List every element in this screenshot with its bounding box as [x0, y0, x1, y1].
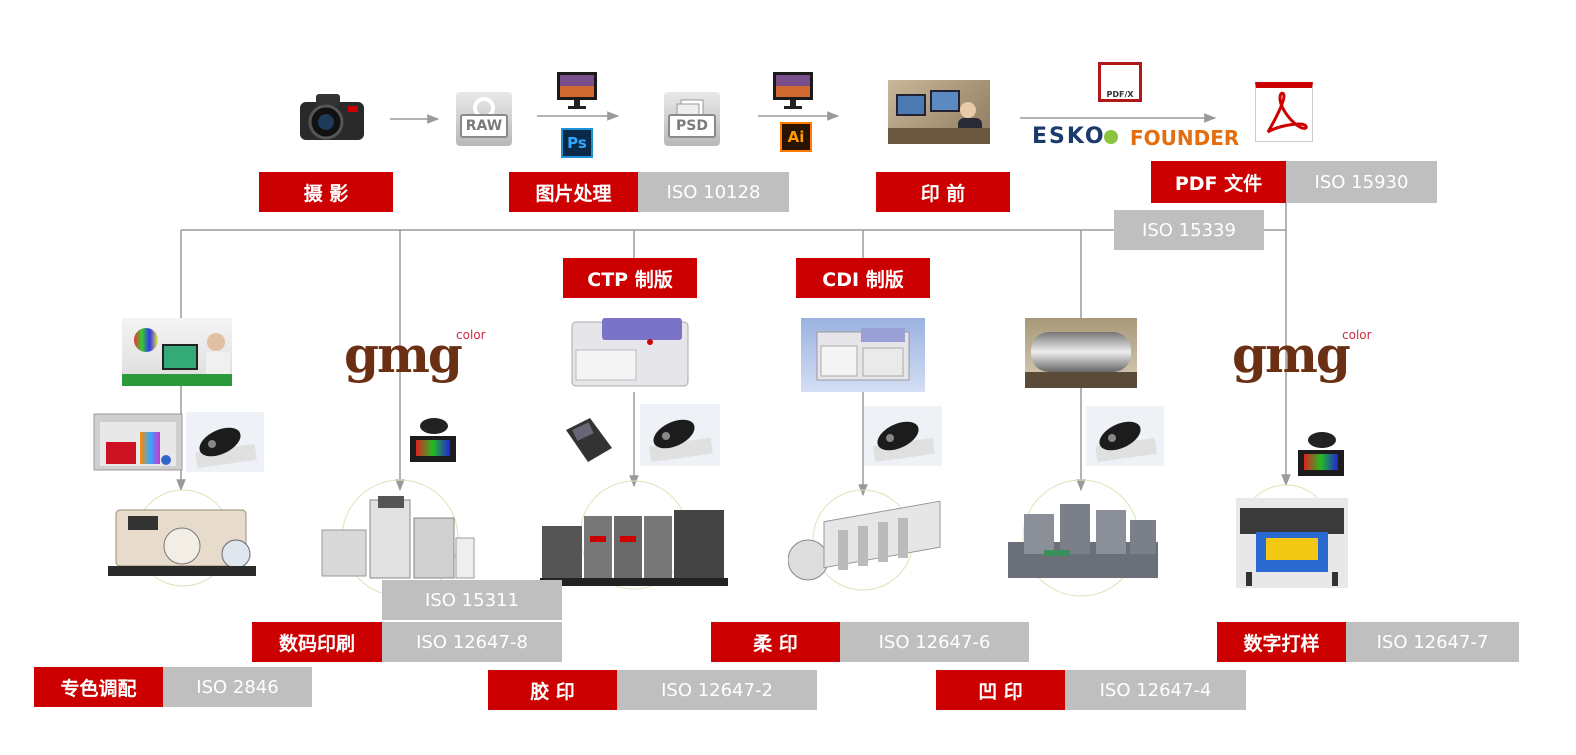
ctp-machine-photo	[568, 314, 692, 390]
pdfx-icon: PDF/X	[1098, 62, 1142, 102]
camera-icon	[296, 88, 368, 144]
photography-label: 摄 影	[259, 172, 393, 212]
offset-label: 胶 印	[488, 670, 617, 710]
digital-print-label: 数码印刷	[252, 622, 382, 662]
illustrator-icon: Ai	[780, 122, 812, 152]
spot-color-iso: ISO 2846	[163, 667, 312, 707]
handheld-meter-icon	[560, 410, 616, 466]
pdf-file-label: PDF 文件	[1151, 161, 1286, 203]
psd-file-icon: PSD	[664, 92, 720, 146]
image-processing-iso: ISO 10128	[638, 172, 789, 212]
cdi-label: CDI 制版	[796, 258, 930, 298]
flexo-iso: ISO 12647-6	[840, 622, 1029, 662]
spectrophotometer-icon-proofing	[1296, 424, 1346, 478]
pdf-process-iso: ISO 15339	[1114, 210, 1264, 250]
gravure-cylinder-photo	[1025, 318, 1137, 388]
gravure-press-photo	[1004, 494, 1162, 586]
flexo-label: 柔 印	[711, 622, 840, 662]
gmg-logo-digital: gmg	[344, 325, 463, 384]
ink-mixer-photo	[108, 500, 256, 586]
digital-print-iso: ISO 12647-8	[382, 622, 562, 662]
pdf-file-iso: ISO 15930	[1286, 161, 1437, 203]
ctp-label: CTP 制版	[563, 258, 697, 298]
gravure-iso: ISO 12647-4	[1065, 670, 1246, 710]
proof-printer-photo	[1236, 498, 1348, 588]
monitor-icon	[556, 70, 598, 110]
gmg-logo-sub-digital: color	[456, 328, 486, 342]
prepress-label: 印 前	[876, 172, 1010, 212]
cdi-machine-photo	[801, 318, 925, 392]
raw-file-icon: RAW	[456, 92, 512, 146]
digital-print-iso2: ISO 15311	[382, 580, 562, 620]
proofing-iso: ISO 12647-7	[1346, 622, 1519, 662]
flexo-press-photo	[788, 498, 948, 592]
gravure-label: 凹 印	[936, 670, 1065, 710]
spectrophotometer-icon-offset	[640, 404, 720, 466]
spectrophotometer-icon-flexo	[864, 406, 942, 466]
founder-logo: FOUNDER	[1130, 126, 1240, 150]
psd-file-label: PSD	[668, 114, 716, 138]
color-booth-photo	[122, 318, 232, 386]
prepress-photo	[888, 80, 990, 144]
pdf-file-icon	[1255, 82, 1313, 142]
raw-file-label: RAW	[460, 114, 508, 138]
digital-press-photo	[318, 494, 478, 582]
spot-color-label: 专色调配	[34, 667, 163, 707]
light-booth-photo	[92, 412, 184, 472]
esko-logo: ESKO	[1032, 124, 1106, 149]
proofing-label: 数字打样	[1217, 622, 1346, 662]
esko-dot-icon	[1104, 130, 1118, 144]
gmg-logo-proofing: gmg	[1232, 325, 1351, 384]
spectrophotometer-icon-gravure	[1086, 406, 1164, 466]
photoshop-icon: Ps	[561, 128, 593, 158]
spectrophotometer-icon-digital	[408, 410, 458, 464]
spectrophotometer-icon	[186, 412, 264, 472]
monitor-icon-2	[772, 70, 814, 110]
offset-press-photo	[540, 506, 728, 586]
image-processing-label: 图片处理	[509, 172, 638, 212]
gmg-logo-sub-proofing: color	[1342, 328, 1372, 342]
offset-iso: ISO 12647-2	[617, 670, 817, 710]
